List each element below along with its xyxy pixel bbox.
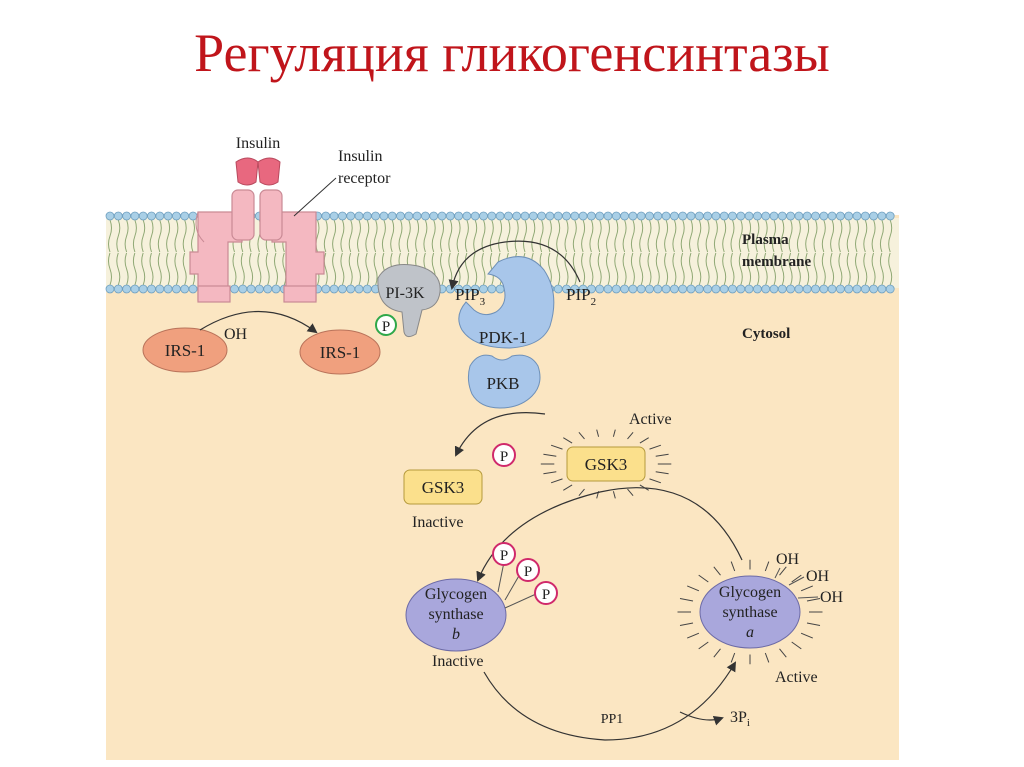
gs-b-phosphate-1 [492, 542, 516, 566]
irs1-left-label: IRS-1 [165, 341, 206, 360]
pdk1-label: PDK-1 [479, 328, 527, 347]
gs-a-line3: a [746, 624, 754, 641]
irs1-phosphate-ring [375, 314, 397, 336]
insulin-receptor-label-2: receptor [338, 170, 391, 187]
gs-a-line2: synthase [722, 604, 777, 621]
gsk3-phosphate-label: P [500, 449, 508, 465]
gs-b-p1-link [497, 561, 505, 593]
gsk3-inactivation-arrow [454, 412, 546, 457]
gs-b-line2: synthase [428, 606, 483, 623]
gs-b-phosphate-2-label: P [524, 564, 532, 580]
plasma-membrane-label-2: membrane [742, 254, 811, 270]
receptor-leader-line [293, 177, 337, 217]
pi-label: 3Pi [730, 709, 750, 729]
irs1-phosphorylation-arrow [199, 310, 318, 334]
gs-a-oh1-link [774, 567, 781, 579]
pp1-label: PP1 [601, 712, 624, 727]
glycogen-synthase-b [405, 578, 507, 652]
pi-release-arrow [679, 711, 724, 726]
insulin-molecule [235, 157, 281, 186]
page-title: Регуляция гликогенсинтазы [194, 23, 830, 83]
pip3-label: PIP3 [455, 285, 486, 308]
pi3k-label: PI-3K [385, 285, 425, 302]
pdk1-shape [458, 256, 555, 349]
gs-a-state: Active [775, 669, 818, 686]
pi3k-shape [377, 264, 441, 338]
gs-b-phosphate-1-label: P [500, 548, 508, 564]
gsk3-phosphate-ring [492, 443, 516, 467]
plasma-membrane-label-1: Plasma [742, 232, 789, 248]
gsk3-active-label: GSK3 [585, 455, 628, 474]
gs-a-oh-1: OH [776, 551, 800, 568]
gs-a-oh-2: OH [806, 568, 830, 585]
gs-a-oh2-link [788, 576, 805, 586]
gs-a-oh3-link [797, 596, 819, 599]
gsk3-active-state: Active [629, 411, 672, 428]
gsk3-inactive [403, 469, 483, 505]
pkb-shape [467, 354, 541, 409]
gs-b-line1: Glycogen [425, 586, 487, 603]
gs-b-p3-link [504, 593, 537, 609]
glycogen-synthase-a [699, 575, 801, 649]
gsk3-active [566, 446, 646, 482]
irs1-phosphorylated [299, 329, 381, 375]
gsk3-inactive-state: Inactive [412, 514, 464, 531]
gs-b-p2-link [504, 573, 521, 601]
irs1-oh-label: OH [224, 326, 248, 343]
irs1-unphosphorylated [142, 327, 228, 373]
insulin-label: Insulin [236, 135, 280, 152]
pip2-label: PIP2 [566, 285, 596, 308]
gs-b-phosphate-2 [516, 558, 540, 582]
gs-b-line3: b [452, 626, 460, 643]
pip2-to-pip3-arrow [448, 240, 581, 290]
gs-a-oh-3: OH [820, 589, 844, 606]
pp1-dephosphorylation-arrow [483, 661, 737, 741]
cytosol-label: Cytosol [742, 326, 790, 342]
insulin-receptor [189, 189, 325, 303]
insulin-receptor-label-1: Insulin [338, 148, 382, 165]
gs-b-state: Inactive [432, 653, 484, 670]
gs-a-line1: Glycogen [719, 584, 781, 601]
gs-b-phosphate-3-label: P [542, 587, 550, 603]
gsk3-inactive-label: GSK3 [422, 478, 465, 497]
irs1-right-label: IRS-1 [320, 343, 361, 362]
gs-b-phosphate-3 [534, 581, 558, 605]
irs1-phosphate-label: P [382, 319, 390, 335]
pkb-label: PKB [486, 374, 519, 393]
glycogen-synthase-a-rays [677, 559, 823, 665]
